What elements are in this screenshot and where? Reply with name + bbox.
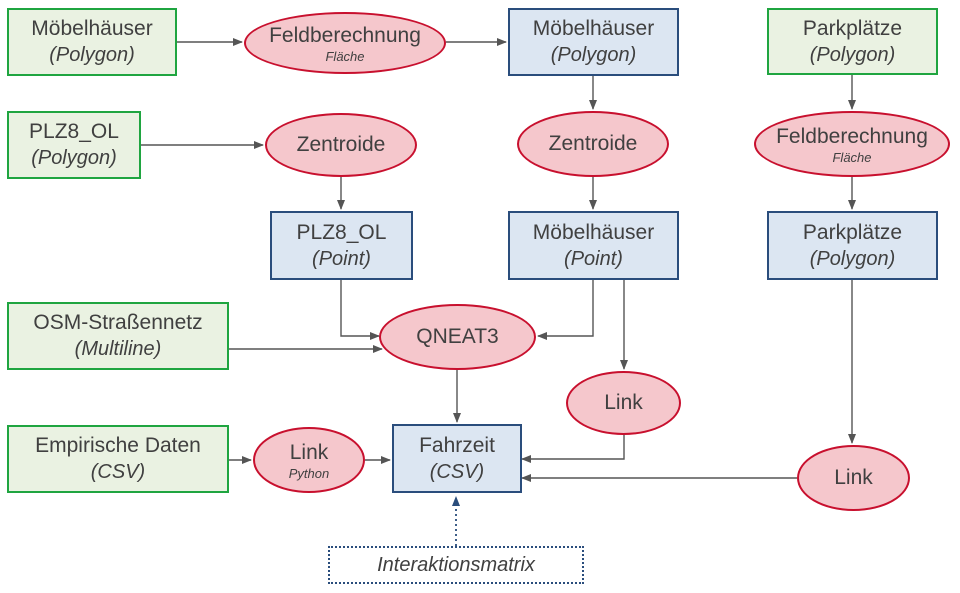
- edge-link-to-fahrzeit: [521, 435, 625, 463]
- node-title: Zentroide: [296, 133, 386, 156]
- node-title: Link: [834, 466, 873, 489]
- edge-plz8point-to-qneat3: [340, 280, 380, 340]
- node-subtitle: (Polygon): [550, 44, 637, 66]
- node-subtitle: Python: [288, 465, 330, 481]
- node-title: Möbelhäuser: [532, 220, 655, 244]
- node-title: Möbelhäuser: [31, 17, 153, 40]
- node-title: Parkplätze: [802, 16, 903, 40]
- parkplaetze-polygon-input-node: Parkplätze (Polygon): [767, 8, 938, 75]
- node-subtitle: Fläche: [832, 149, 872, 165]
- node-subtitle: (Polygon): [49, 44, 135, 66]
- node-subtitle: (Multiline): [74, 338, 162, 360]
- node-title: QNEAT3: [416, 325, 499, 348]
- node-subtitle: (Point): [564, 247, 623, 270]
- parkplaetze-polygon-output-node: Parkplätze (Polygon): [767, 211, 938, 280]
- moebelhaeuser-polygon-output-node: Möbelhäuser (Polygon): [508, 8, 679, 76]
- node-subtitle: (Polygon): [809, 43, 896, 66]
- node-title: Empirische Daten: [35, 434, 201, 457]
- node-title: Fahrzeit: [419, 433, 495, 457]
- node-subtitle: (CSV): [90, 461, 146, 483]
- node-subtitle: (Point): [312, 247, 371, 270]
- empirische-daten-input-node: Empirische Daten (CSV): [7, 425, 229, 493]
- moebelhaeuser-point-output-node: Möbelhäuser (Point): [508, 211, 679, 280]
- node-title: Link: [289, 440, 329, 464]
- node-title: Zentroide: [548, 132, 638, 155]
- node-title: OSM-Straßennetz: [33, 311, 203, 334]
- edge-moebelpoint-to-qneat3: [537, 280, 594, 340]
- node-title: Feldberechnung: [269, 23, 421, 47]
- link-python-process-node: Link Python: [253, 427, 365, 493]
- node-title: Möbelhäuser: [532, 17, 655, 40]
- qneat3-process-node: QNEAT3: [379, 304, 536, 370]
- moebelhaeuser-polygon-input-node: Möbelhäuser (Polygon): [7, 8, 177, 76]
- annotation-label: Interaktionsmatrix: [377, 554, 535, 576]
- plz8-polygon-input-node: PLZ8_OL (Polygon): [7, 111, 141, 179]
- node-title: Parkplätze: [802, 220, 903, 244]
- zentroide-process-node-2: Zentroide: [517, 111, 669, 177]
- fahrzeit-csv-output-node: Fahrzeit (CSV): [392, 424, 522, 493]
- node-subtitle: (CSV): [429, 460, 485, 483]
- feldberechnung-process-node-2: Feldberechnung Fläche: [754, 111, 950, 177]
- zentroide-process-node: Zentroide: [265, 113, 417, 177]
- link-process-node-2: Link: [797, 445, 910, 511]
- interaktionsmatrix-annotation: Interaktionsmatrix: [328, 546, 584, 584]
- osm-strassennetz-input-node: OSM-Straßennetz (Multiline): [7, 302, 229, 370]
- node-title: PLZ8_OL: [29, 120, 119, 143]
- node-title: PLZ8_OL: [296, 220, 387, 244]
- plz8-point-output-node: PLZ8_OL (Point): [270, 211, 413, 280]
- node-title: Link: [604, 391, 643, 414]
- node-subtitle: (Polygon): [809, 247, 896, 270]
- feldberechnung-process-node: Feldberechnung Fläche: [244, 12, 446, 74]
- node-subtitle: (Polygon): [31, 147, 117, 169]
- node-subtitle: Fläche: [325, 48, 365, 64]
- link-process-node: Link: [566, 371, 681, 435]
- node-title: Feldberechnung: [776, 124, 928, 148]
